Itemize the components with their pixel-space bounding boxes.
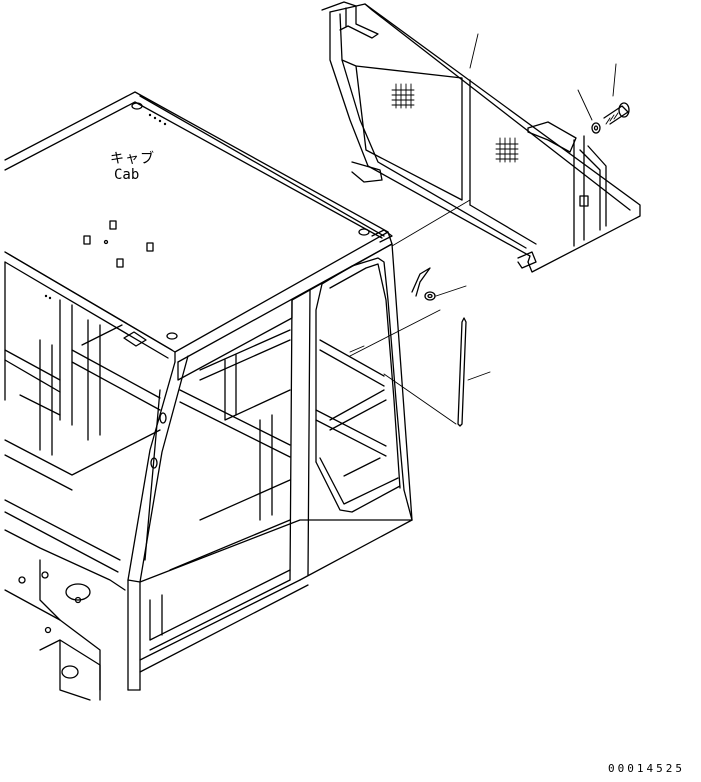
cab-body	[4, 243, 413, 691]
mesh-symbol	[391, 83, 415, 109]
roof-studs	[83, 220, 154, 268]
cab-label-japanese: キャブ	[110, 151, 155, 167]
washer	[577, 89, 601, 134]
rod	[457, 317, 491, 427]
assembly-lines	[349, 199, 471, 425]
mesh-symbol	[495, 137, 519, 163]
clip-pin	[411, 267, 467, 301]
cab-label-english: Cab	[114, 167, 140, 183]
cab-base	[4, 499, 126, 701]
guard-frame	[321, 1, 641, 273]
document-number: 00014525	[608, 762, 685, 775]
cab-roof	[4, 91, 393, 363]
mounting-bolt	[603, 63, 630, 125]
